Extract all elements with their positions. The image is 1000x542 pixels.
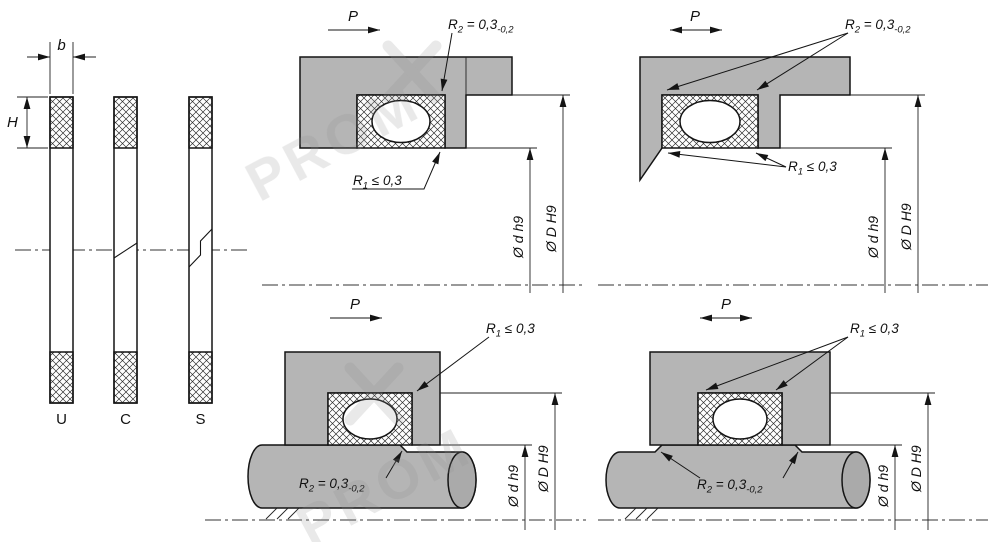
width-dim-label: b [57,37,65,54]
ground-hatch [624,507,659,520]
ring-section-bottom [113,351,138,404]
r1-label: R1 ≤ 0,3 [353,173,402,192]
r1-label: R1 ≤ 0,3 [850,321,899,340]
profile-u [49,96,74,404]
height-dimension: H [7,96,48,149]
pressure-label: P [690,8,700,25]
ring-section-top [188,96,213,149]
leader-line [756,32,849,91]
bore-diameter-label: Ø D H9 [908,445,924,493]
r2-label: R2 = 0,3-0,2 [845,17,911,36]
step-cut-line [188,228,213,268]
profile-label-c: C [120,411,131,428]
profile-label-s: S [195,411,205,428]
rod-diameter-label: Ø d h9 [510,216,526,259]
r2-annotation: R2 = 0,3-0,2 [299,450,403,495]
seal-assembly [697,392,783,446]
o-ring [342,398,398,440]
r2-annotation: R2 = 0,3-0,2 [660,451,799,496]
ring-section-top [113,96,138,149]
r1-label: R1 ≤ 0,3 [486,321,535,340]
ring-section-bottom [188,351,213,404]
r1-annotation: R1 ≤ 0,3 [352,151,441,192]
o-ring [371,99,431,144]
rod-diameter-dimension: Ø d h9 [440,444,532,530]
o-ring [712,398,768,440]
bore-diameter-label: Ø D H9 [535,445,551,493]
r2-annotation: R2 = 0,3-0,2 [666,17,911,91]
r1-annotation: R1 ≤ 0,3 [667,151,837,178]
ring-section-bottom [49,351,74,404]
pressure-direction: P [670,8,722,34]
leader-line [705,336,849,391]
profiles-section: b H U C S [7,37,248,428]
detail-rod-seal-double-pressure: P R1 ≤ 0,3 R2 = 0,3-0,2 Ø d h9 Ø D H9 [598,296,988,530]
rod-end-cap [841,451,871,509]
watermark-logo-mark [344,40,442,426]
detail-rod-seal-single-pressure: P R1 ≤ 0,3 R2 = 0,3-0,2 Ø d h9 Ø D H9 [205,296,586,530]
profile-c [113,96,138,404]
leader-line [666,32,849,91]
r2-annotation: R2 = 0,3-0,2 [440,17,514,92]
leader-line [440,32,453,92]
seal-assembly [356,94,446,149]
pressure-direction: P [328,8,380,34]
bore-diameter-dimension: Ø D H9 [512,94,570,293]
height-dim-label: H [7,114,18,131]
seal-assembly [327,392,413,446]
r2-label: R2 = 0,3-0,2 [448,17,514,36]
bore-diameter-dimension: Ø D H9 [830,392,935,530]
ground-hatch [265,507,300,520]
rod-diameter-dimension: Ø d h9 [466,147,537,293]
leader-line [416,336,490,392]
rod-diameter-dimension: Ø d h9 [830,444,902,530]
r2-label: R2 = 0,3-0,2 [697,477,763,496]
r1-label: R1 ≤ 0,3 [788,159,837,178]
detail-housing-seal-double-pressure: P R2 = 0,3-0,2 R1 ≤ 0,3 Ø d h9 Ø D H9 [598,8,988,293]
seal-assembly [661,94,759,149]
pressure-label: P [350,296,360,313]
o-ring [679,99,741,144]
bore-diameter-dimension: Ø D H9 [850,94,925,293]
pressure-direction: P [700,296,752,322]
leader-line [667,151,787,168]
bore-diameter-label: Ø D H9 [898,203,914,251]
profile-label-u: U [56,411,67,428]
pressure-label: P [348,8,358,25]
leader-line [385,450,403,479]
leader-line [352,151,441,190]
pressure-direction: P [330,296,382,322]
r1-annotation: R1 ≤ 0,3 [416,321,535,392]
leader-line [782,451,799,479]
leader-line [660,451,701,479]
rod-diameter-dimension: Ø d h9 [780,147,892,293]
pressure-label: P [721,296,731,313]
detail-housing-seal-single-pressure: P R2 = 0,3-0,2 R1 ≤ 0,3 Ø d h9 Ø D H9 [262,8,586,293]
width-dimension: b [27,37,96,94]
bore-diameter-label: Ø D H9 [543,205,559,253]
profile-s [188,96,213,404]
rod-diameter-label: Ø d h9 [875,465,891,508]
angle-cut-line [113,242,138,259]
ring-section-top [49,96,74,149]
rod-end-cap [447,451,477,509]
rod-diameter-label: Ø d h9 [505,465,521,508]
leader-line [775,336,849,391]
r2-label: R2 = 0,3-0,2 [299,476,365,495]
bore-diameter-dimension: Ø D H9 [440,392,562,530]
leader-line [755,152,787,168]
r1-annotation: R1 ≤ 0,3 [705,321,899,391]
rod-diameter-label: Ø d h9 [865,216,881,259]
